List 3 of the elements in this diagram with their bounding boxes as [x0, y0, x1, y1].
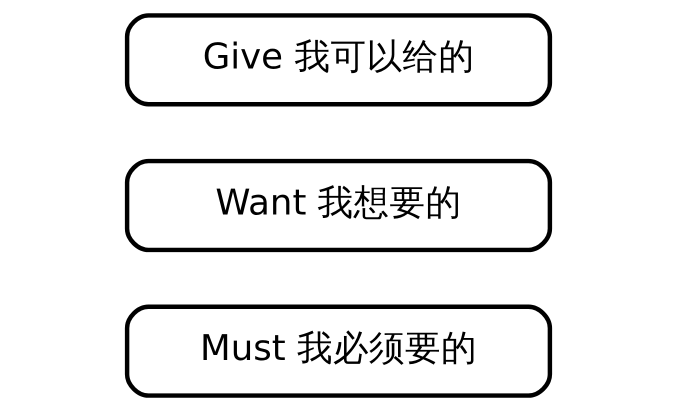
- node-box: Give 我可以给的: [124, 13, 552, 106]
- node-box: Want 我想要的: [124, 158, 552, 252]
- node-box: Must 我必须要的: [124, 304, 552, 398]
